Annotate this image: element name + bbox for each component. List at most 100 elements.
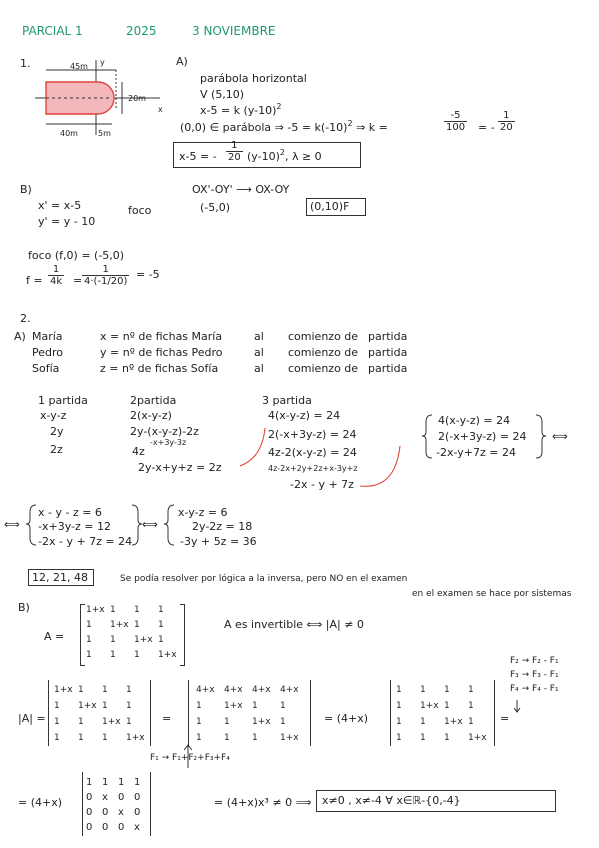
matrix-cell: 1 [444,685,450,695]
matrix-cell: 1+x [126,733,145,743]
fig-label-45m: 45m [70,62,88,71]
def-row-com: comienzo de [288,330,359,343]
def-row-al: al [254,346,264,359]
det3-left [390,680,391,746]
fig-label-40m: 40m [60,129,78,138]
det-eq-2: = [500,712,510,725]
sysA-3: -2x - y + 7z = 24 [38,535,133,548]
matrix-cell: 1+x [444,717,463,727]
matrix-cell: 1 [102,685,108,695]
col3-c: 4z-2(x-y-z) = 24 [268,446,357,459]
matrix-cell: 1 [468,685,474,695]
matrix-cell: 0 [86,792,93,803]
det4-left [82,772,83,836]
matrix-cell: 1 [86,777,93,788]
equiv-mid: ⟺ [142,518,158,531]
matrix-cell: 0 [134,792,141,803]
p1-b-fe: f = [26,274,43,287]
col3-d: -2x - y + 7z [290,478,354,491]
matrix-A-left [80,604,85,666]
matrix-cell: 1 [86,635,92,645]
sysB-2: 2y-2z = 18 [192,520,253,533]
system-line-1: 4(x-y-z) = 24 [438,414,511,427]
matrix-cell: 1 [78,685,84,695]
matrix-cell: 1+x [468,733,487,743]
p1-b-xprime: x' = x-5 [38,199,82,212]
matrix-cell: 1 [396,685,402,695]
matrix-cell: 1 [86,620,92,630]
det-result: = (4+x)x³ ≠ 0 ⟹ [214,796,312,809]
col2-b-sub: -x+3y-3z [150,438,187,447]
matrix-cell: 0 [118,822,125,833]
matrix-cell: 1 [118,777,125,788]
def-row-com: comienzo de [288,346,359,359]
matrix-cell: 1 [134,620,140,630]
p2-a-label: A) [14,330,26,343]
det-eq-1: = [162,712,172,725]
matrix-cell: 1 [252,733,258,743]
problem-2-number: 2. [20,312,31,325]
matrix-cell: 1 [224,717,230,727]
matrix-cell: 1 [54,717,60,727]
p1-b-focus-box [306,198,366,216]
matrix-cell: 1+x [420,701,439,711]
matrix-cell: 1+x [224,701,243,711]
sysB-3: -3y + 5z = 36 [180,535,257,548]
matrix-cell: 1 [126,685,132,695]
p1-a-eq: = - [478,121,495,134]
p1-a-line2: V (5,10) [200,88,245,101]
sysA-1: x - y - z = 6 [38,506,102,519]
header-year: 2025 [126,24,157,38]
det3-right [494,680,495,746]
p1-b-yprime: y' = y - 10 [38,215,96,228]
matrix-cell: 1 [102,733,108,743]
p1-b-result: = -5 [136,268,160,281]
det-factor: = (4+x) [324,712,369,725]
col1-a: x-y-z [40,409,67,422]
matrix-cell: 1 [468,701,474,711]
def-row-name: María [32,330,63,343]
col1-header: 1 partida [38,394,88,407]
matrix-cell: 1 [420,733,426,743]
matrix-cell: 0 [118,792,125,803]
final-answer: x≠0 , x≠-4 ∀ x∈ℝ-{0,-4} [322,794,461,807]
matrix-cell: 1 [102,701,108,711]
header-date: 3 NOVIEMBRE [192,24,276,38]
matrix-cell: x [102,792,108,803]
matrix-cell: 1+x [102,717,121,727]
def-row-name: Sofía [32,362,60,375]
matrix-cell: 1 [126,701,132,711]
matrix-cell: 1 [110,635,116,645]
col2-c: 4z [132,445,145,458]
p2-b-label: B) [18,601,30,614]
def-row-def: x = nº de fichas María [100,330,223,343]
col3-header: 3 partida [262,394,312,407]
p1-b-focus: (0,10)F [310,200,350,213]
sysB-1: x-y-z = 6 [178,506,228,519]
p1-b-foco: foco [128,204,152,217]
def-row-al: al [254,330,264,343]
p1-a-line3: x-5 = k (y-10)2 [200,102,282,117]
matrix-cell: 1 [420,717,426,727]
matrix-cell: 4+x [280,685,299,695]
p1-b-m5: (-5,0) [200,201,231,214]
def-row-def: y = nº de fichas Pedro [100,346,223,359]
matrix-cell: 1 [196,717,202,727]
p1-b-map: OX'-OY' ⟶ OX-OY [192,183,290,196]
matrix-cell: 1 [102,777,109,788]
det2-right [310,680,311,746]
answer: 12, 21, 48 [32,571,88,584]
col1-b: 2y [50,425,64,438]
col2-a: 2(x-y-z) [130,409,172,422]
matrix-cell: 4+x [224,685,243,695]
col2-d: 2y-x+y+z = 2z [138,461,222,474]
matrix-cell: 1 [54,733,60,743]
note-line-1: Se podía resolver por lógica a la invers… [120,574,408,584]
p1-a-line4: (0,0) ∈ parábola ⇒ -5 = k(-10)2 ⇒ k = [180,119,388,134]
matrix-cell: 1 [468,717,474,727]
col3-c-sub: 4z-2x+2y+2z+x-3y+z [268,464,358,473]
matrix-cell: 1 [54,701,60,711]
matrix-cell: 1 [86,650,92,660]
